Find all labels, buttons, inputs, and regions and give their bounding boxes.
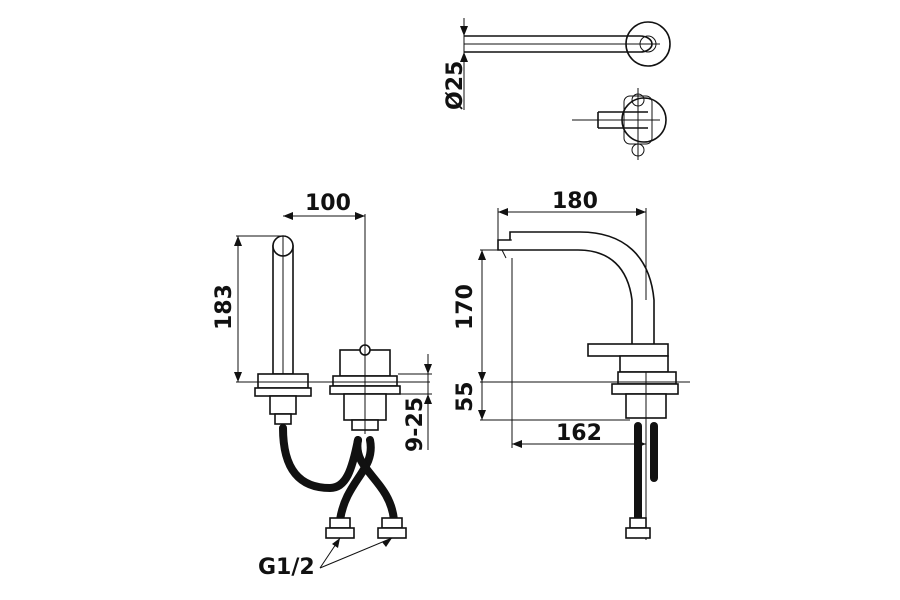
top-view-handle [572, 88, 667, 160]
dim-base-height-55: 55 [453, 381, 478, 412]
dim-connection-g12: G1/2 [258, 555, 315, 580]
front-view [234, 212, 432, 569]
side-view [478, 208, 690, 540]
dim-height-170: 170 [453, 284, 478, 330]
top-view-spout [460, 18, 671, 110]
dim-base-reach-162: 162 [556, 421, 602, 446]
dim-width-100: 100 [305, 191, 351, 216]
dim-height-183: 183 [212, 284, 237, 330]
dim-reach-180: 180 [552, 189, 598, 214]
dim-diameter-25: Ø25 [443, 61, 468, 110]
dim-thread-range-9-25: 9-25 [403, 397, 428, 452]
